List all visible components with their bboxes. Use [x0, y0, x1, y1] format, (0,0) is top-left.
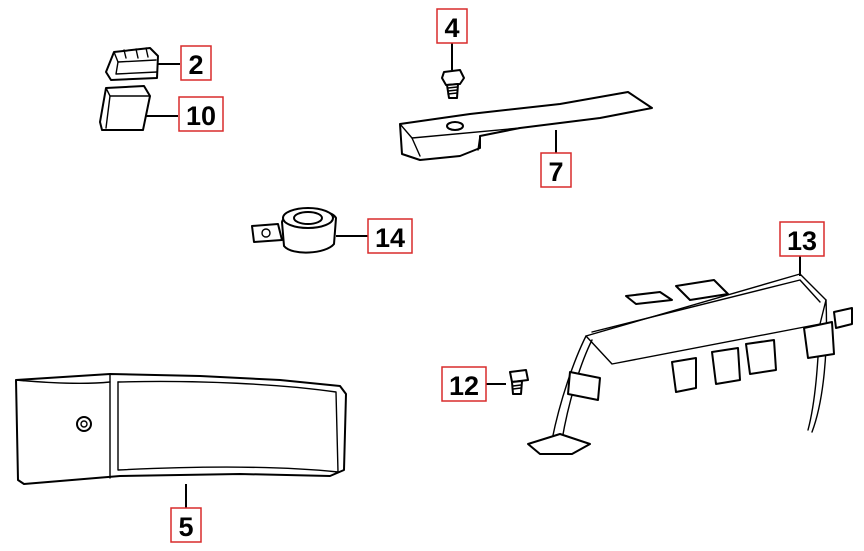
svg-text:5: 5: [178, 512, 193, 542]
part-12-screw: [509, 369, 529, 395]
callout-12: 12: [441, 366, 487, 402]
svg-text:2: 2: [188, 50, 203, 80]
part-10-block: [99, 85, 151, 131]
part-14-bushing: [251, 207, 337, 254]
part-13-frame: [527, 273, 853, 455]
part-4-screw: [441, 69, 465, 99]
callout-14: 14: [367, 218, 413, 254]
svg-text:4: 4: [444, 13, 459, 43]
callout-5: 5: [170, 507, 202, 543]
svg-text:12: 12: [449, 371, 479, 401]
part-7-bracket: [399, 91, 653, 161]
svg-text:7: 7: [548, 157, 563, 187]
svg-text:13: 13: [787, 226, 817, 256]
callout-10: 10: [178, 96, 224, 132]
callout-4: 4: [436, 8, 468, 44]
svg-text:10: 10: [186, 101, 216, 131]
callout-13: 13: [779, 221, 825, 257]
callout-2: 2: [180, 45, 212, 81]
part-5-cover: [15, 373, 347, 485]
svg-text:14: 14: [375, 223, 405, 253]
callout-7: 7: [540, 152, 572, 188]
part-2-cap: [105, 47, 159, 81]
